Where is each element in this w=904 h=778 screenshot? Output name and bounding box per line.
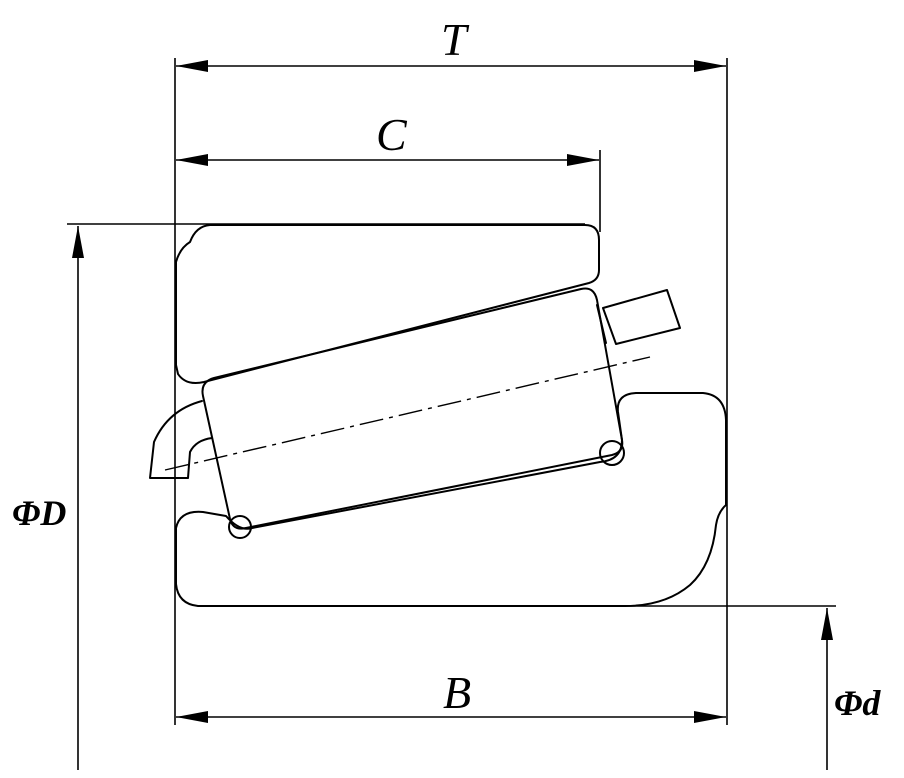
outer-ring [175, 224, 600, 384]
extension-lines [67, 58, 836, 725]
roller-centerline [164, 356, 651, 471]
arrow-left-icon [176, 154, 208, 166]
label-T: T [441, 14, 470, 65]
arrow-right-icon [567, 154, 599, 166]
tapered-roller [201, 287, 624, 530]
label-C: C [376, 109, 408, 160]
cage-lower-left [149, 400, 213, 479]
dimension-B: B [176, 667, 726, 723]
cage-upper-right [602, 289, 681, 345]
label-d: Φd [834, 683, 881, 723]
dimension-T: T [176, 14, 726, 72]
dimension-D: ΦD [12, 226, 84, 770]
arrow-up-icon [821, 608, 833, 640]
arrow-left-icon [176, 60, 208, 72]
arrow-right-icon [694, 60, 726, 72]
dimension-C: C [176, 109, 599, 166]
arrow-left-icon [176, 711, 208, 723]
dimension-d: Φd [821, 608, 881, 770]
roller-corner-circle [228, 515, 252, 539]
arrow-right-icon [694, 711, 726, 723]
arrow-up-icon [72, 226, 84, 258]
inner-ring [175, 392, 727, 607]
roller-corner-circle [599, 440, 625, 466]
label-D: ΦD [12, 493, 66, 533]
label-B: B [443, 667, 471, 718]
cage-link-line [596, 304, 607, 344]
